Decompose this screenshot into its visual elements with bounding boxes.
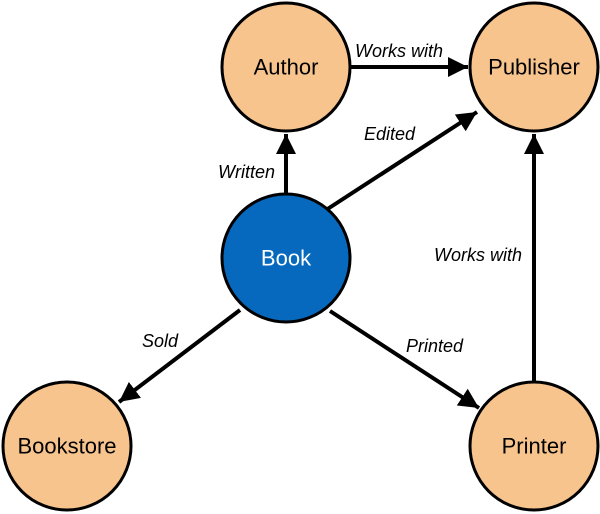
edge-book-printer: [328, 309, 481, 410]
edge-labels: Works with Edited Written Works with Sol…: [142, 41, 522, 356]
node-printer-circle: [468, 380, 600, 512]
node-bookstore: Bookstore: [1, 380, 133, 512]
node-bookstore-circle: [1, 380, 133, 512]
node-publisher-circle: [468, 1, 600, 133]
edge-label-book-printer: Printed: [406, 336, 464, 356]
node-author-label: Author: [254, 55, 319, 80]
edge-label-book-publisher: Edited: [364, 124, 416, 144]
node-book: Book: [220, 192, 352, 324]
node-bookstore-label: Bookstore: [17, 434, 116, 459]
node-book-label: Book: [261, 246, 312, 271]
edge-book-publisher: [324, 110, 479, 212]
node-publisher: Publisher: [468, 1, 600, 133]
node-author: Author: [220, 1, 352, 133]
node-book-circle: [220, 192, 352, 324]
edge-label-author-publisher: Works with: [355, 41, 443, 61]
node-author-circle: [220, 1, 352, 133]
edge-label-book-bookstore: Sold: [142, 331, 179, 351]
node-publisher-label: Publisher: [488, 55, 580, 80]
node-printer: Printer: [468, 380, 600, 512]
node-printer-label: Printer: [502, 434, 567, 459]
edges: [117, 57, 544, 410]
edge-label-printer-publisher: Works with: [434, 245, 522, 265]
edge-label-book-author: Written: [218, 162, 275, 182]
edge-book-bookstore: [117, 308, 242, 404]
